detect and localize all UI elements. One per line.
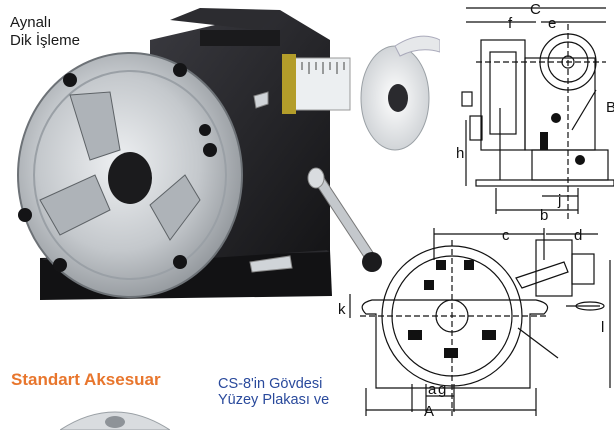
caption-line-2: Dik İşleme: [10, 32, 81, 49]
accessory-description: CS-8'in Gövdesi Yüzey Plakası ve: [218, 376, 329, 408]
product-caption: Aynalı Dik İşleme: [10, 14, 80, 50]
dim-label-A: A: [424, 403, 434, 418]
dim-label-e: e: [548, 15, 556, 32]
dim-label-j: j: [557, 192, 561, 209]
dim-label-d: d: [574, 227, 582, 244]
top-view-drawing: c d k l a g A: [338, 227, 611, 418]
dim-label-c: c: [502, 227, 510, 244]
dim-label-f: f: [508, 15, 513, 32]
dim-label-B: B: [606, 99, 614, 116]
dim-label-b: b: [540, 207, 548, 222]
dim-label-k: k: [338, 301, 346, 318]
caption-line-1: Aynalı: [10, 14, 52, 31]
side-view-drawing: C f e B h j b: [456, 1, 614, 222]
description-line-2: Yüzey Plakası ve: [218, 392, 330, 408]
dim-label-l: l: [601, 319, 604, 336]
product-image: [17, 8, 440, 300]
description-line-1: CS-8'in Gövdesi: [218, 376, 323, 392]
dim-label-g: g: [438, 381, 446, 398]
accessory-image: [60, 411, 170, 430]
section-heading: Standart Aksesuar: [11, 370, 161, 389]
dim-label-C: C: [530, 1, 541, 18]
dim-label-a: a: [428, 381, 437, 398]
dim-label-h: h: [456, 145, 464, 162]
